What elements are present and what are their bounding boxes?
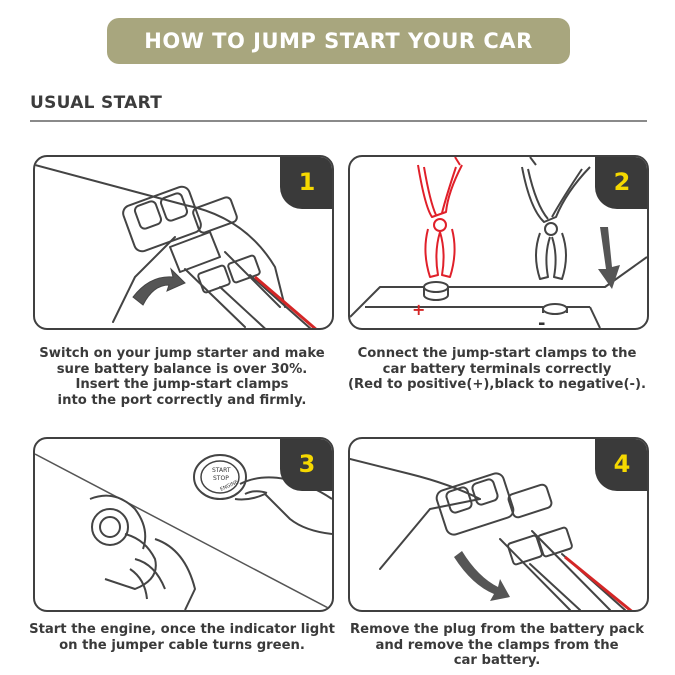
step-number: 2 xyxy=(613,168,631,196)
step-3-panel: START STOP ENGINE 3 xyxy=(33,437,334,612)
key-hand-icon xyxy=(89,494,196,610)
insert-arrow-icon xyxy=(132,267,186,306)
step-3-illustration: START STOP ENGINE xyxy=(35,453,332,610)
start-stop-button-icon: START STOP ENGINE xyxy=(193,454,247,500)
step-3-caption: Start the engine, once the indicator lig… xyxy=(29,622,335,653)
step-1-panel: 1 xyxy=(33,155,334,330)
down-arrow-icon xyxy=(598,227,620,289)
section-divider xyxy=(30,120,647,122)
step-1-illustration xyxy=(35,164,317,328)
page-title: HOW TO JUMP START YOUR CAR xyxy=(144,29,533,53)
positive-label: + xyxy=(412,300,425,319)
step-2-badge: 2 xyxy=(595,157,647,209)
remove-arrow-icon xyxy=(454,551,510,601)
negative-label: - xyxy=(538,313,545,328)
button-text-stop: STOP xyxy=(213,475,229,482)
step-4-badge: 4 xyxy=(595,439,647,491)
step-4-illustration xyxy=(350,458,633,610)
red-clamp-icon xyxy=(417,157,463,278)
step-4-caption: Remove the plug from the battery pack an… xyxy=(349,622,644,668)
step-1-badge: 1 xyxy=(280,157,332,209)
step-number: 3 xyxy=(298,450,316,478)
section-title: USUAL START xyxy=(30,93,163,113)
step-number: 4 xyxy=(613,450,631,478)
step-1-caption: Switch on your jump starter and make sur… xyxy=(39,346,325,408)
button-text-start: START xyxy=(212,467,231,474)
black-clamp-icon xyxy=(521,157,591,280)
title-banner: HOW TO JUMP START YOUR CAR xyxy=(107,18,570,64)
step-2-caption: Connect the jump-start clamps to the car… xyxy=(347,346,647,392)
step-4-panel: 4 xyxy=(348,437,649,612)
step-3-badge: 3 xyxy=(280,439,332,491)
step-2-panel: + - 2 xyxy=(348,155,649,330)
step-2-illustration: + - xyxy=(350,157,647,328)
step-number: 1 xyxy=(298,168,316,196)
